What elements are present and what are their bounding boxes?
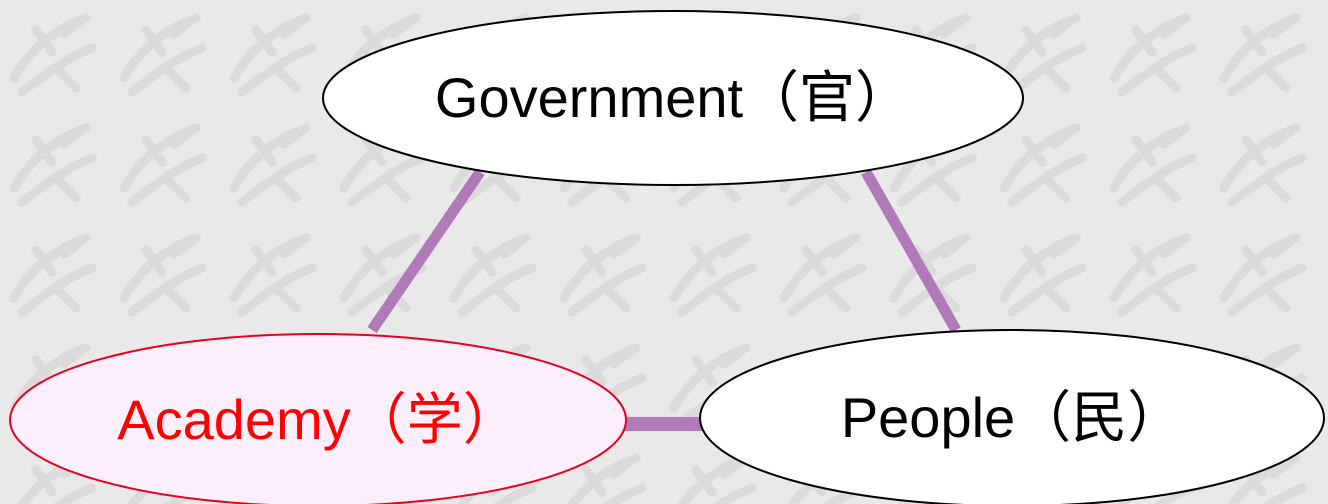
edge-government-people [861, 169, 961, 333]
node-academy: Academy（学） [9, 333, 627, 504]
node-people-shape [699, 329, 1325, 504]
node-academy-shape [9, 333, 627, 504]
node-government-shape [322, 10, 1024, 186]
node-academy-label: Academy（学） [117, 388, 518, 451]
edge-government-academy [367, 168, 485, 334]
node-government: Government（官） [322, 10, 1024, 186]
node-government-label: Government（官） [435, 66, 911, 129]
node-people-label: People（民） [841, 386, 1183, 449]
node-people: People（民） [699, 329, 1325, 504]
